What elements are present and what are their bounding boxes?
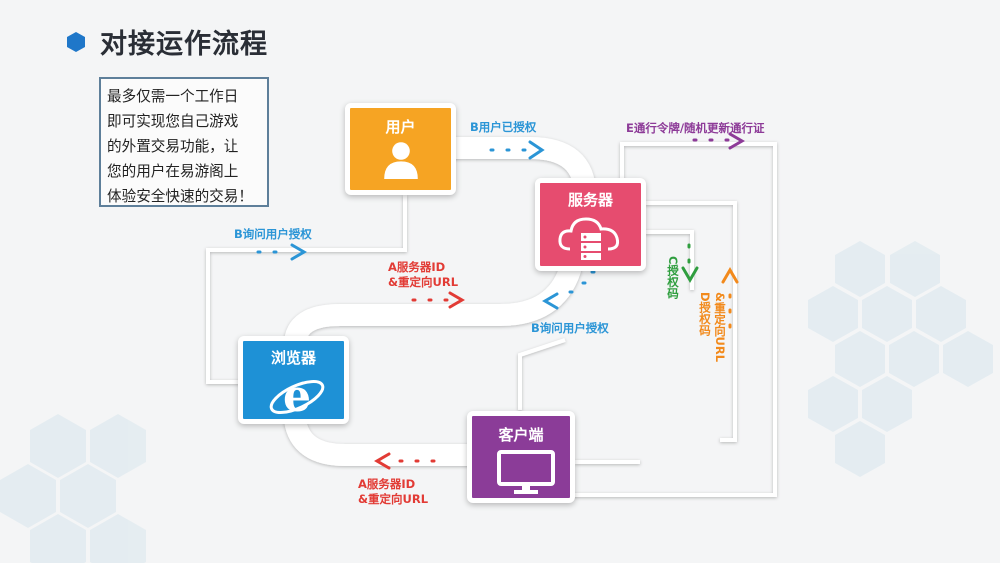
- note-box: 最多仅需一个工作日 即可实现您自己游戏 的外置交易功能，让 您的用户在易游阁上 …: [99, 77, 269, 207]
- label-d-auth-code-2: &重定向URL: [713, 292, 727, 363]
- server-node: 服务器: [535, 178, 646, 271]
- ie-browser-icon: e: [269, 371, 325, 419]
- label-redirect-bottom-1: A服务器ID: [358, 477, 416, 491]
- label-c-auth-code: C授权码: [666, 256, 680, 299]
- label-redirect-top-1: A服务器ID: [388, 260, 446, 274]
- note-line: 最多仅需一个工作日: [107, 88, 239, 105]
- browser-label: 浏览器: [270, 349, 316, 367]
- client-label: 客户端: [498, 426, 544, 444]
- label-redirect-bottom-2: &重定向URL: [358, 492, 429, 506]
- browser-node: 浏览器 e: [238, 336, 349, 424]
- page-title: 对接运作流程: [100, 29, 268, 60]
- label-query-auth-left: B询问用户授权: [234, 227, 312, 241]
- label-redirect-top-2: &重定向URL: [388, 275, 459, 289]
- label-pass-token: E通行令牌/随机更新通行证: [626, 121, 765, 135]
- note-line: 您的用户在易游阁上: [107, 163, 239, 180]
- user-silhouette-icon: [384, 142, 418, 179]
- title-bar: 对接运作流程: [66, 22, 268, 61]
- note-line: 体验安全快速的交易！: [107, 188, 253, 205]
- note-line: 即可实现您自己游戏: [107, 113, 239, 130]
- hexagon-bullet-icon: [67, 31, 85, 52]
- user-node: 用户: [345, 103, 456, 195]
- label-query-auth-right: B询问用户授权: [531, 321, 609, 335]
- cloud-server-icon: [558, 217, 620, 260]
- client-node: 客户端: [467, 411, 575, 503]
- user-label: 用户: [385, 118, 416, 136]
- label-d-auth-code-1: D授权码: [698, 292, 712, 337]
- server-label: 服务器: [567, 191, 613, 209]
- note-line: 的外置交易功能，让: [107, 138, 239, 155]
- monitor-icon: [497, 450, 555, 494]
- label-user-authorized: B用户已授权: [470, 120, 537, 134]
